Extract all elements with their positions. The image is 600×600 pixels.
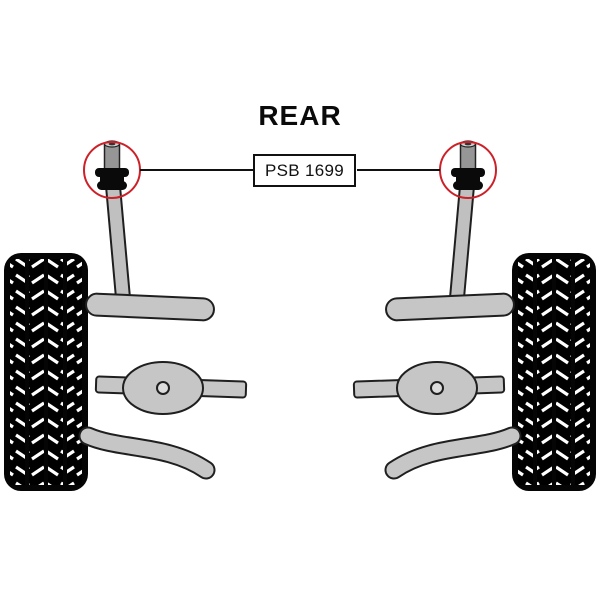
right-suspension — [354, 253, 596, 491]
part-label: PSB 1699 — [265, 160, 344, 180]
diagram-title: REAR — [258, 100, 342, 131]
left-bushing-highlight — [83, 140, 141, 299]
right-bushing-highlight — [439, 140, 497, 299]
part-label-box: PSB 1699 — [253, 154, 356, 187]
